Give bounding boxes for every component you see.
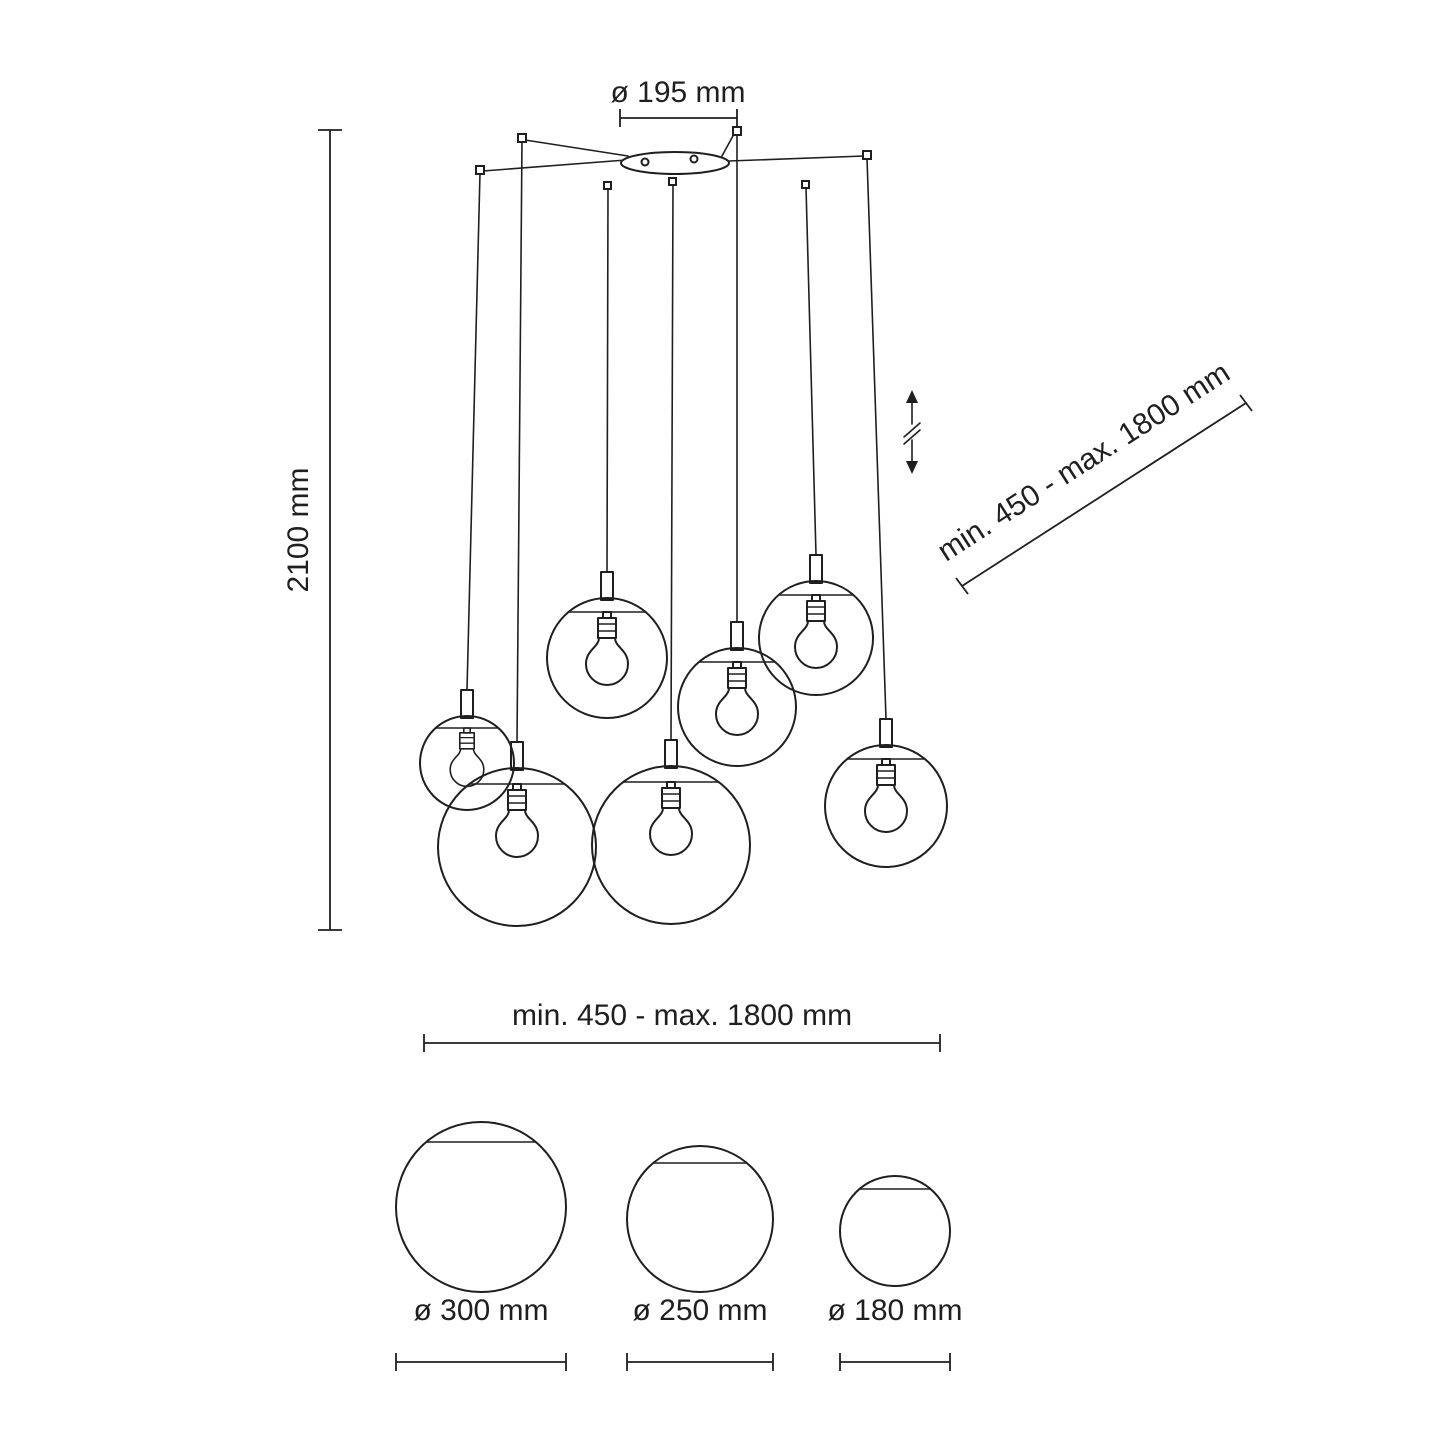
cord-hook: [732, 126, 742, 136]
cord: [866, 157, 887, 720]
light-bulb-icon: [794, 594, 838, 669]
canopy-diameter-dimension: ø 195 mm: [610, 76, 746, 127]
pendant-globe-medium: [677, 621, 797, 767]
cord-hook: [517, 133, 527, 143]
total-height-label: 2100 mm: [282, 467, 315, 592]
globe-small-label: ø 180 mm: [827, 1294, 962, 1327]
cord-hook: [801, 180, 810, 189]
light-bulb-icon: [585, 611, 629, 686]
total-height-dimension: 2100 mm: [282, 129, 342, 931]
globe-cap: [809, 554, 823, 584]
canopy-screw: [640, 157, 650, 167]
globe-glass: [824, 744, 948, 868]
cord: [516, 140, 523, 743]
arrow-down-icon: [906, 461, 918, 474]
cord: [466, 172, 481, 691]
light-bulb-icon: [864, 758, 908, 833]
cord-adjustment-arrow: [903, 390, 921, 474]
globe-cap: [879, 718, 893, 748]
globe-glass: [437, 767, 597, 927]
fixture-width-label: min. 450 - max. 1800 mm: [512, 999, 852, 1032]
ceiling-canopy: [620, 151, 730, 175]
cord: [606, 187, 609, 573]
globe-size-small: ø 180 mm: [827, 1175, 963, 1371]
globe-outline: [395, 1121, 567, 1293]
canopy-screw: [689, 154, 699, 164]
cord-hook: [603, 181, 612, 190]
cord-hook: [862, 150, 872, 160]
fixture-width-dimension: min. 450 - max. 1800 mm: [423, 999, 941, 1052]
globe-large-label: ø 300 mm: [413, 1294, 548, 1327]
light-bulb-icon: [649, 781, 693, 856]
cord-hook: [475, 165, 485, 175]
cord-length-label: min. 450 - max. 1800 mm: [932, 356, 1236, 568]
globe-glass: [419, 715, 515, 811]
globe-medium-label: ø 250 mm: [632, 1294, 767, 1327]
pendant-globe-small: [419, 689, 515, 811]
canopy-diameter-label: ø 195 mm: [610, 76, 745, 109]
globe-size-medium: ø 250 mm: [626, 1145, 774, 1371]
cord: [805, 186, 817, 556]
pendant-globe-medium: [546, 571, 668, 719]
pendant-globe-large: [437, 741, 597, 927]
globe-size-large: ø 300 mm: [395, 1121, 567, 1371]
cord: [670, 183, 674, 741]
arrow-up-icon: [906, 390, 918, 403]
globe-glass: [591, 765, 751, 925]
cord-length-dimension: min. 450 - max. 1800 mm: [932, 356, 1253, 595]
globe-cap: [460, 689, 474, 719]
globe-cap: [664, 739, 678, 769]
globe-glass: [546, 597, 668, 719]
globe-outline: [626, 1145, 774, 1293]
globe-cap: [600, 571, 614, 601]
globe-glass: [677, 647, 797, 767]
light-bulb-icon: [715, 661, 759, 736]
pendant-globe-medium: [758, 554, 874, 696]
globe-cap: [730, 621, 744, 651]
globe-cap: [510, 741, 524, 771]
suspension-cords: [466, 126, 887, 743]
globe-glass: [758, 580, 874, 696]
globe-outline: [839, 1175, 951, 1287]
pendant-globe-medium: [824, 718, 948, 868]
pendant-globe-large: [591, 739, 751, 925]
cord-hook: [668, 177, 677, 186]
